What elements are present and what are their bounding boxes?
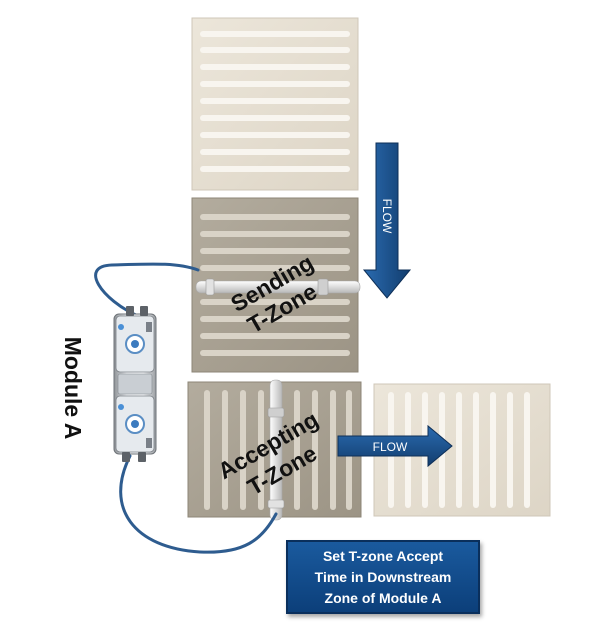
flow-label-horizontal: FLOW <box>373 440 408 454</box>
module-a-device <box>113 306 157 462</box>
module-cables <box>94 262 278 554</box>
callout-line-2: Time in Downstream <box>314 568 452 585</box>
accepting-t-zone: Accepting T-Zone <box>187 379 362 521</box>
flow-arrow-down: FLOW <box>362 142 412 299</box>
sending-drive-shaft <box>195 278 361 296</box>
callout-line-1: Set T-zone Accept <box>322 547 444 564</box>
t-zone-accept-callout: Set T-zone Accept Time in Downstream Zon… <box>286 540 480 614</box>
flow-label-vertical: FLOW <box>380 199 394 234</box>
sending-t-zone: Sending T-Zone <box>191 197 361 373</box>
accepting-drive-shaft <box>267 379 285 521</box>
downstream-zone-right <box>373 383 551 517</box>
module-a-label: Module A <box>60 337 86 440</box>
flow-arrow-right: FLOW <box>337 424 453 468</box>
callout-line-3: Zone of Module A <box>324 589 442 606</box>
upstream-zone-top <box>191 17 359 191</box>
